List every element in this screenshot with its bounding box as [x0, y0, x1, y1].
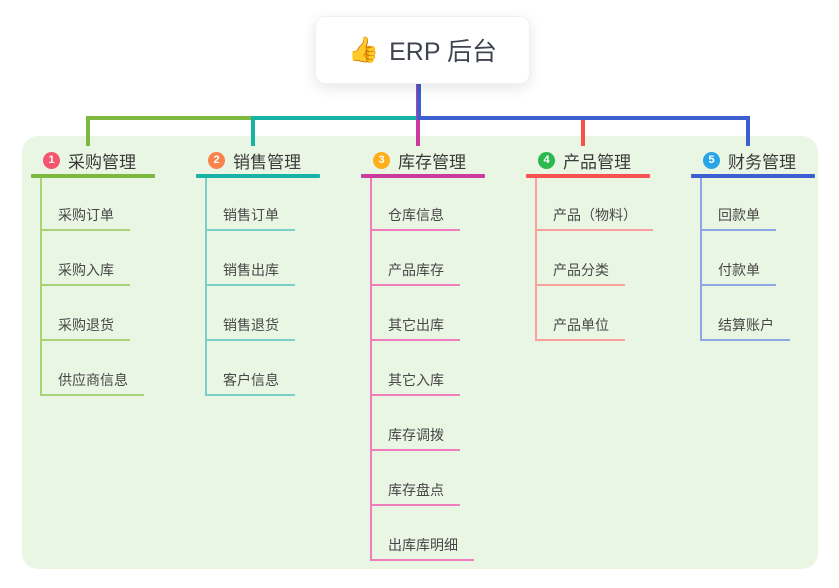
branch-3-inventory: 3 库存管理 仓库信息产品库存其它出库其它入库库存调拨库存盘点出库库明细: [361, 150, 521, 561]
mindmap-node-item[interactable]: 库存盘点: [370, 482, 460, 506]
branch-title[interactable]: 2 销售管理: [196, 150, 356, 172]
mindmap-node-item[interactable]: 产品库存: [370, 262, 460, 286]
branch-4-product: 4 产品管理 产品（物料） 产品分类产品单位: [526, 150, 686, 341]
mindmap-node-item[interactable]: 回款单: [700, 207, 776, 231]
mindmap-node-item[interactable]: 产品单位: [535, 317, 625, 341]
branch-5-finance: 5 财务管理 回款单付款单结算账户: [691, 150, 839, 341]
branch-title-label: 销售管理: [233, 152, 301, 172]
branch-number-badge: 4: [538, 151, 555, 169]
root-node[interactable]: 👍 ERP 后台: [315, 16, 530, 84]
branch-title[interactable]: 1 采购管理: [31, 150, 191, 172]
mindmap-node-item[interactable]: 销售出库: [205, 262, 295, 286]
mindmap-node-item[interactable]: 其它出库: [370, 317, 460, 341]
branch-title[interactable]: 3 库存管理: [361, 150, 521, 172]
mindmap-node-item[interactable]: 仓库信息: [370, 207, 460, 231]
branch-2-sales: 2 销售管理 销售订单销售出库销售退货客户信息: [196, 150, 356, 396]
mindmap-node-item[interactable]: 销售退货: [205, 317, 295, 341]
branch-title-underline: [31, 174, 155, 178]
branch-title[interactable]: 4 产品管理: [526, 150, 686, 172]
mindmap-node-item[interactable]: 采购入库: [40, 262, 130, 286]
branches-panel: [22, 136, 818, 569]
branch-trunk-line: [205, 178, 207, 396]
mindmap-node-item[interactable]: 其它入库: [370, 372, 460, 396]
mindmap-node-item[interactable]: 产品分类: [535, 262, 625, 286]
branch-title-underline: [691, 174, 815, 178]
branch-number-badge: 3: [373, 151, 390, 169]
branch-trunk-line: [370, 178, 372, 561]
mindmap-node-item[interactable]: 供应商信息: [40, 372, 144, 396]
branch-trunk-line: [700, 178, 702, 341]
mindmap-node-item[interactable]: 产品（物料）: [535, 207, 653, 231]
branch-title-label: 财务管理: [728, 152, 796, 172]
mindmap-node-item[interactable]: 结算账户: [700, 317, 790, 341]
branch-title-underline: [361, 174, 485, 178]
thumbs-up-icon: 👍: [347, 35, 380, 64]
branch-number-badge: 2: [208, 151, 225, 169]
branch-trunk-line: [535, 178, 537, 341]
mindmap-node-item[interactable]: 采购退货: [40, 317, 130, 341]
mindmap-node-item[interactable]: 付款单: [700, 262, 776, 286]
branch-title-label: 库存管理: [398, 152, 466, 172]
mindmap-node-item[interactable]: 库存调拨: [370, 427, 460, 451]
branch-title-label: 产品管理: [563, 152, 631, 172]
branch-title-label: 采购管理: [68, 152, 136, 172]
branch-number-badge: 5: [703, 151, 720, 169]
branch-title-underline: [196, 174, 320, 178]
branch-trunk-line: [40, 178, 42, 396]
branch-number-badge: 1: [43, 151, 60, 169]
root-node-label: ERP 后台: [389, 38, 498, 66]
mindmap-node-item[interactable]: 出库库明细: [370, 537, 474, 561]
mindmap-node-item[interactable]: 客户信息: [205, 372, 295, 396]
branch-title-underline: [526, 174, 650, 178]
mindmap-node-item[interactable]: 销售订单: [205, 207, 295, 231]
branch-1-purchase: 1 采购管理 采购订单采购入库采购退货供应商信息: [31, 150, 191, 396]
branch-title[interactable]: 5 财务管理: [691, 150, 839, 172]
mindmap-node-item[interactable]: 采购订单: [40, 207, 130, 231]
